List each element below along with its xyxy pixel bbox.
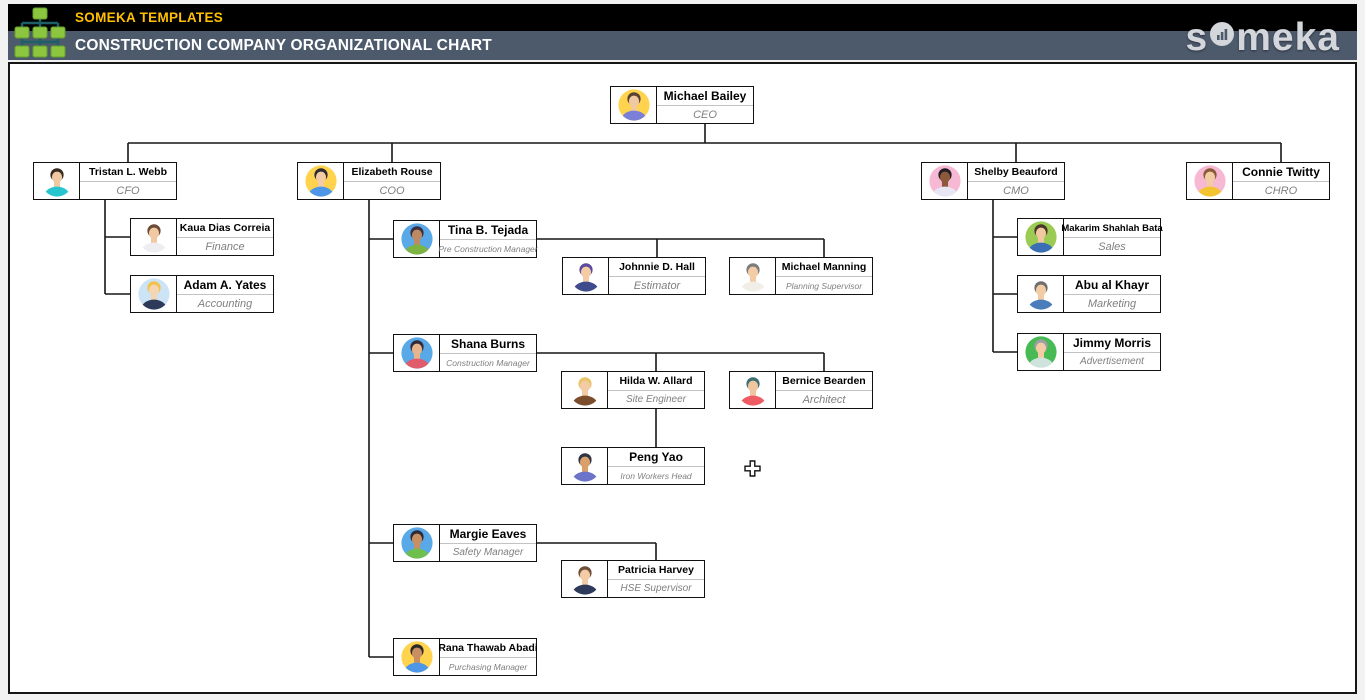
person-title: COO: [379, 184, 405, 197]
person-name: Rana Thawab Abadi: [438, 639, 538, 658]
person-name: Jimmy Morris: [1064, 334, 1160, 353]
person-name: Connie Twitty: [1233, 163, 1329, 182]
person-avatar-icon: [562, 561, 608, 597]
person-avatar-icon: [394, 335, 440, 371]
org-node-chro[interactable]: Connie Twitty CHRO: [1186, 162, 1330, 200]
person-title: HSE Supervisor: [620, 583, 692, 594]
person-avatar-icon: [922, 163, 968, 199]
person-title: Purchasing Manager: [448, 661, 528, 672]
someka-logo: s meka: [1185, 12, 1340, 59]
person-title: Architect: [802, 393, 846, 406]
person-avatar-icon: [730, 258, 776, 294]
org-chart-icon: [14, 6, 66, 63]
org-node-finance[interactable]: Kaua Dias Correia Finance: [130, 218, 274, 256]
org-node-planning[interactable]: Michael Manning Planning Supervisor: [729, 257, 873, 295]
org-node-sales[interactable]: Makarim Shahlah Bata Sales: [1017, 218, 1163, 256]
someka-logo-text-left: s: [1185, 16, 1209, 59]
person-title: Iron Workers Head: [620, 470, 692, 481]
person-title: CFO: [116, 184, 140, 197]
person-name: Shana Burns: [440, 335, 536, 354]
person-title: Advertisement: [1080, 356, 1144, 367]
person-avatar-icon: [1018, 276, 1064, 312]
org-node-ironhead[interactable]: Peng Yao Iron Workers Head: [561, 447, 705, 485]
person-avatar-icon: [1018, 334, 1064, 370]
person-name: Shelby Beauford: [968, 163, 1064, 182]
person-avatar-icon: [1018, 219, 1064, 255]
person-avatar-icon: [730, 372, 776, 408]
person-name: Tina B. Tejada: [440, 221, 536, 240]
person-name: Kaua Dias Correia: [177, 219, 273, 238]
person-name: Patricia Harvey: [608, 561, 704, 580]
person-name: Hilda W. Allard: [608, 372, 704, 391]
person-avatar-icon: [394, 221, 440, 257]
person-avatar-icon: [562, 448, 608, 484]
org-node-cmo[interactable]: Shelby Beauford CMO: [921, 162, 1065, 200]
person-name: Johnnie D. Hall: [609, 258, 705, 277]
person-title: Sales: [1098, 240, 1126, 253]
person-title: Marketing: [1087, 297, 1137, 310]
page-title: CONSTRUCTION COMPANY ORGANIZATIONAL CHAR…: [75, 37, 492, 54]
header-bottom-bar: [8, 31, 1357, 60]
person-name: Makarim Shahlah Bata: [1061, 219, 1163, 238]
person-title: CMO: [1003, 184, 1029, 197]
person-title: Pre Construction Manager: [438, 243, 538, 254]
org-node-architect[interactable]: Bernice Bearden Architect: [729, 371, 873, 409]
person-name: Michael Manning: [776, 258, 872, 277]
person-title: Safety Manager: [452, 547, 524, 558]
person-title: Finance: [205, 240, 245, 253]
org-node-siteeng[interactable]: Hilda W. Allard Site Engineer: [561, 371, 705, 409]
person-title: Construction Manager: [446, 357, 530, 368]
person-name: Bernice Bearden: [776, 372, 872, 391]
org-node-coo[interactable]: Elizabeth Rouse COO: [297, 162, 441, 200]
person-name: Margie Eaves: [440, 525, 536, 544]
person-avatar-icon: [131, 276, 177, 312]
org-node-accounting[interactable]: Adam A. Yates Accounting: [130, 275, 274, 313]
org-node-hse[interactable]: Patricia Harvey HSE Supervisor: [561, 560, 705, 598]
org-node-marketing[interactable]: Abu al Khayr Marketing: [1017, 275, 1161, 313]
person-title: Accounting: [197, 297, 253, 310]
person-title: Planning Supervisor: [785, 280, 863, 291]
org-node-ceo[interactable]: Michael Bailey CEO: [610, 86, 754, 124]
person-avatar-icon: [131, 219, 177, 255]
person-title: CEO: [693, 108, 717, 121]
person-name: Peng Yao: [608, 448, 704, 467]
org-node-cfo[interactable]: Tristan L. Webb CFO: [33, 162, 177, 200]
someka-logo-text-right: meka: [1236, 16, 1340, 59]
person-avatar-icon: [1187, 163, 1233, 199]
org-node-conmgr[interactable]: Shana Burns Construction Manager: [393, 334, 537, 372]
person-name: Elizabeth Rouse: [344, 163, 440, 182]
person-avatar-icon: [394, 525, 440, 561]
cell-cursor-icon: [744, 460, 761, 482]
person-name: Abu al Khayr: [1064, 276, 1160, 295]
person-avatar-icon: [563, 258, 609, 294]
person-avatar-icon: [562, 372, 608, 408]
person-name: Adam A. Yates: [177, 276, 273, 295]
person-avatar-icon: [611, 87, 657, 123]
org-node-precon[interactable]: Tina B. Tejada Pre Construction Manager: [393, 220, 538, 258]
org-node-safety[interactable]: Margie Eaves Safety Manager: [393, 524, 537, 562]
org-node-purchasing[interactable]: Rana Thawab Abadi Purchasing Manager: [393, 638, 538, 676]
person-avatar-icon: [298, 163, 344, 199]
someka-logo-o-icon: [1209, 17, 1235, 53]
person-avatar-icon: [34, 163, 80, 199]
person-name: Michael Bailey: [657, 87, 753, 106]
person-title: Estimator: [633, 279, 681, 292]
org-node-advertisement[interactable]: Jimmy Morris Advertisement: [1017, 333, 1161, 371]
org-node-estimator[interactable]: Johnnie D. Hall Estimator: [562, 257, 706, 295]
header-top-bar: [8, 4, 1357, 31]
person-title: Site Engineer: [625, 394, 687, 405]
person-name: Tristan L. Webb: [80, 163, 176, 182]
brand-label: SOMEKA TEMPLATES: [75, 10, 224, 25]
person-avatar-icon: [394, 639, 440, 675]
person-title: CHRO: [1264, 184, 1298, 197]
